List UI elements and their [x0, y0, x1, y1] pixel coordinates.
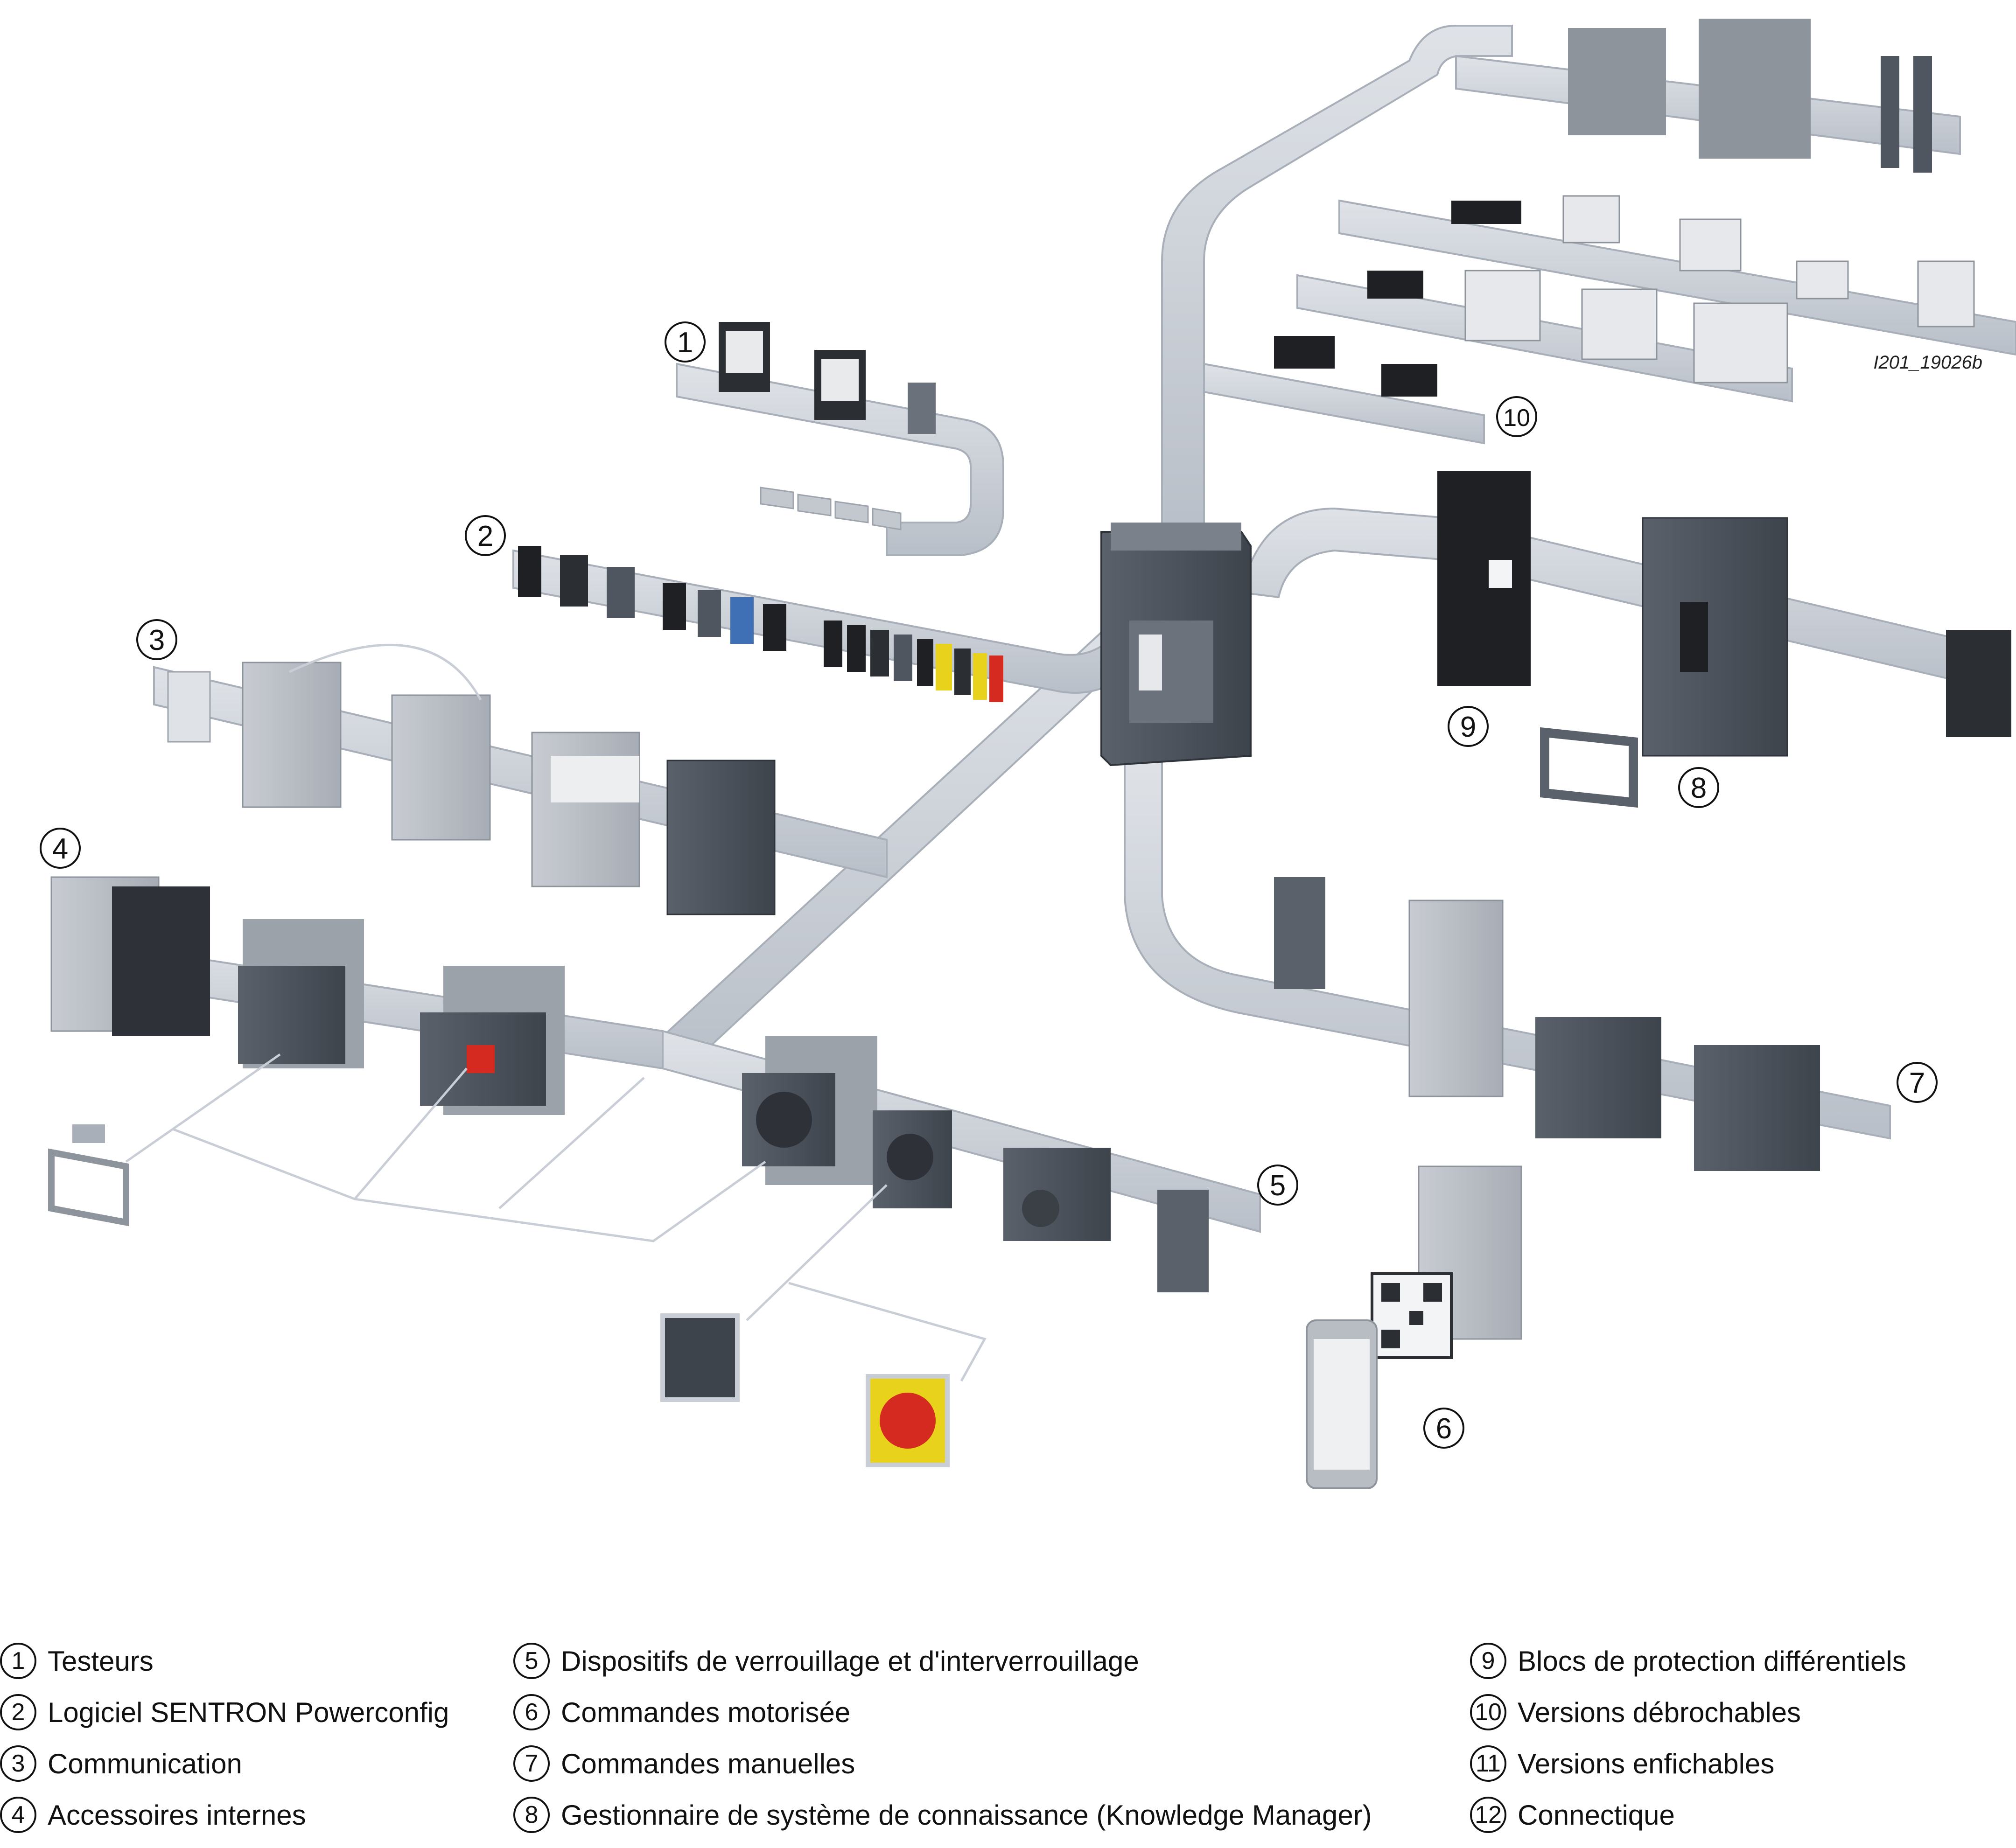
legend-item: 5 Dispositifs de verrouillage et d'inter… [513, 1635, 1372, 1687]
legend-number: 4 [0, 1797, 36, 1833]
callout-5: 5 [1257, 1165, 1298, 1206]
legend-number: 12 [1470, 1797, 1506, 1833]
svg-text:9: 9 [1460, 711, 1476, 743]
callouts: 1 2 3 4 5 6 7 8 [40, 321, 1938, 1449]
legend-label: Commandes manuelles [561, 1748, 855, 1779]
legend-item: 1 Testeurs [0, 1635, 449, 1687]
callout-6: 6 [1423, 1408, 1464, 1449]
group-4-internal-accessories [48, 876, 565, 1227]
callout-7: 7 [1897, 1062, 1938, 1103]
svg-text:5: 5 [1270, 1170, 1286, 1202]
group-8-plug-in [1540, 517, 2011, 808]
callout-3: 3 [136, 619, 177, 660]
legend-label: Dispositifs de verrouillage et d'interve… [561, 1645, 1139, 1677]
callout-10: 10 [1496, 396, 1537, 437]
group-9-rcd-blocks [1437, 471, 1531, 686]
legend-item: 8 Gestionnaire de système de connaissanc… [513, 1789, 1372, 1841]
legend-number: 3 [0, 1745, 36, 1782]
legend-label: Commandes motorisée [561, 1696, 851, 1728]
legend-number: 9 [1470, 1643, 1506, 1679]
group-7-manual-operators [1274, 877, 1820, 1171]
group-3-communication [167, 643, 776, 915]
legend: 1 Testeurs 2 Logiciel SENTRON Powerconfi… [0, 1635, 2016, 1833]
callout-8: 8 [1678, 767, 1719, 808]
legend-column-1: 1 Testeurs 2 Logiciel SENTRON Powerconfi… [0, 1635, 449, 1841]
legend-number: 11 [1470, 1745, 1506, 1782]
svg-text:8: 8 [1691, 772, 1707, 804]
legend-item: 7 Commandes manuelles [513, 1738, 1372, 1789]
legend-number: 5 [513, 1643, 550, 1679]
central-circuit-breaker [1100, 523, 1252, 767]
legend-label: Versions débrochables [1518, 1696, 1801, 1728]
svg-text:1: 1 [677, 327, 693, 359]
group-10-draw-out [1274, 19, 1975, 397]
group-2-modules [518, 546, 1003, 702]
legend-label: Connectique [1518, 1799, 1675, 1831]
legend-number: 1 [0, 1643, 36, 1679]
rail-right [1240, 507, 1980, 687]
svg-text:6: 6 [1436, 1413, 1452, 1445]
svg-text:3: 3 [149, 624, 165, 656]
group-1-testers [719, 322, 936, 530]
legend-number: 10 [1470, 1694, 1506, 1730]
legend-column-2: 5 Dispositifs de verrouillage et d'inter… [513, 1635, 1372, 1841]
legend-number: 2 [0, 1694, 36, 1730]
legend-number: 7 [513, 1745, 550, 1782]
svg-text:7: 7 [1909, 1067, 1925, 1099]
legend-item: 11 Versions enfichables [1470, 1738, 1906, 1789]
legend-number: 6 [513, 1694, 550, 1730]
legend-item: 4 Accessoires internes [0, 1789, 449, 1841]
callout-2: 2 [465, 515, 506, 556]
legend-label: Versions enfichables [1518, 1748, 1775, 1779]
group-6-knowledge-manager [1306, 1165, 1522, 1489]
document-id: I201_19026b [1873, 352, 1982, 373]
legend-item: 12 Connectique [1470, 1789, 1906, 1841]
callout-1: 1 [665, 321, 706, 363]
legend-label: Testeurs [48, 1645, 154, 1677]
legend-label: Blocs de protection différentiels [1518, 1645, 1906, 1677]
svg-text:10: 10 [1503, 404, 1530, 432]
legend-label: Logiciel SENTRON Powerconfig [48, 1696, 449, 1728]
rail-plug-in [1203, 363, 1485, 445]
legend-number: 8 [513, 1797, 550, 1833]
rail-terminals-1 [1338, 199, 2016, 356]
rail-top-vertical [1161, 25, 1513, 533]
legend-item: 10 Versions débrochables [1470, 1687, 1906, 1738]
svg-text:4: 4 [52, 833, 68, 865]
legend-column-3: 9 Blocs de protection différentiels 10 V… [1470, 1635, 1906, 1841]
legend-item: 9 Blocs de protection différentiels [1470, 1635, 1906, 1687]
callout-9: 9 [1448, 706, 1489, 747]
connection-cables [125, 1053, 987, 1382]
svg-text:2: 2 [477, 520, 493, 552]
legend-label: Gestionnaire de système de connaissance … [561, 1799, 1372, 1831]
legend-label: Accessoires internes [48, 1799, 306, 1831]
legend-label: Communication [48, 1748, 242, 1779]
callout-4: 4 [40, 828, 81, 869]
legend-item: 6 Commandes motorisée [513, 1687, 1372, 1738]
legend-item: 3 Communication [0, 1738, 449, 1789]
legend-item: 2 Logiciel SENTRON Powerconfig [0, 1687, 449, 1738]
group-5-locking-devices [660, 1036, 1209, 1467]
